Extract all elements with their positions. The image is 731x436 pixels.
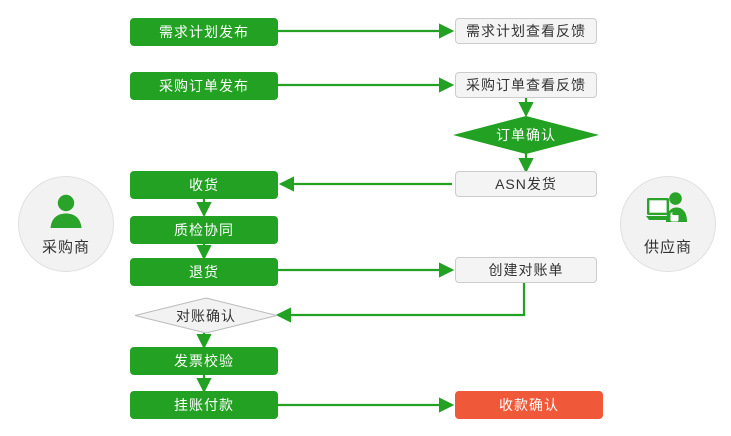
node-receipt-confirm[interactable]: 收款确认	[455, 391, 603, 419]
node-label: 需求计划查看反馈	[466, 23, 586, 39]
node-create-reconcile-statement[interactable]: 创建对账单	[455, 257, 597, 283]
actor-buyer: 采购商	[18, 176, 114, 272]
node-order-confirm[interactable]: 订单确认	[453, 116, 599, 154]
node-label: 订单确认	[496, 127, 556, 143]
node-demand-plan-publish[interactable]: 需求计划发布	[130, 18, 278, 46]
node-label: 收货	[189, 177, 219, 193]
actor-supplier-label: 供应商	[643, 239, 692, 256]
diamond-shape	[134, 297, 278, 334]
person-at-computer-icon	[645, 191, 691, 235]
node-label: 创建对账单	[488, 262, 564, 278]
node-purchase-order-view-feedback[interactable]: 采购订单查看反馈	[455, 72, 597, 98]
diamond-shape	[453, 116, 599, 154]
node-label: 挂账付款	[174, 397, 234, 413]
node-label: 需求计划发布	[159, 24, 249, 40]
node-demand-plan-view-feedback[interactable]: 需求计划查看反馈	[455, 18, 597, 44]
actor-supplier: 供应商	[620, 176, 716, 272]
node-label: 对账确认	[176, 307, 236, 324]
node-purchase-order-publish[interactable]: 采购订单发布	[130, 72, 278, 100]
wire-statement-to-reconcile	[275, 283, 526, 323]
node-label: 采购订单查看反馈	[466, 77, 586, 93]
node-asn-shipment[interactable]: ASN发货	[455, 171, 597, 197]
node-label: 退货	[189, 264, 219, 280]
node-accrue-payment[interactable]: 挂账付款	[130, 391, 278, 419]
node-invoice-verify[interactable]: 发票校验	[130, 347, 278, 375]
node-receive-goods[interactable]: 收货	[130, 171, 278, 199]
actor-buyer-label: 采购商	[41, 239, 90, 256]
node-quality-collaboration[interactable]: 质检协同	[130, 216, 278, 244]
node-label: 发票校验	[174, 353, 234, 369]
node-label: 采购订单发布	[159, 78, 249, 94]
node-reconcile-confirm[interactable]: 对账确认	[134, 297, 278, 334]
node-return-goods[interactable]: 退货	[130, 258, 278, 286]
node-label: ASN发货	[495, 176, 557, 192]
node-label: 收款确认	[499, 397, 559, 413]
node-label: 质检协同	[174, 222, 234, 238]
person-icon	[46, 191, 86, 235]
